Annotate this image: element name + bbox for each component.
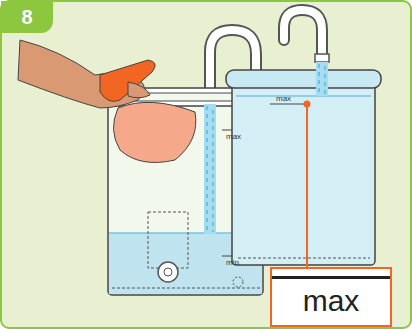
- zoom-label: max: [303, 286, 360, 316]
- zoom-callout-box: max: [270, 267, 392, 327]
- step-number-tab: 8: [1, 1, 53, 33]
- max-mark-label: max: [276, 94, 291, 103]
- min-mark-label: min: [226, 258, 239, 267]
- max-mark-label: max: [226, 132, 241, 141]
- max-level-line: [272, 276, 390, 279]
- step-number: 8: [21, 7, 32, 27]
